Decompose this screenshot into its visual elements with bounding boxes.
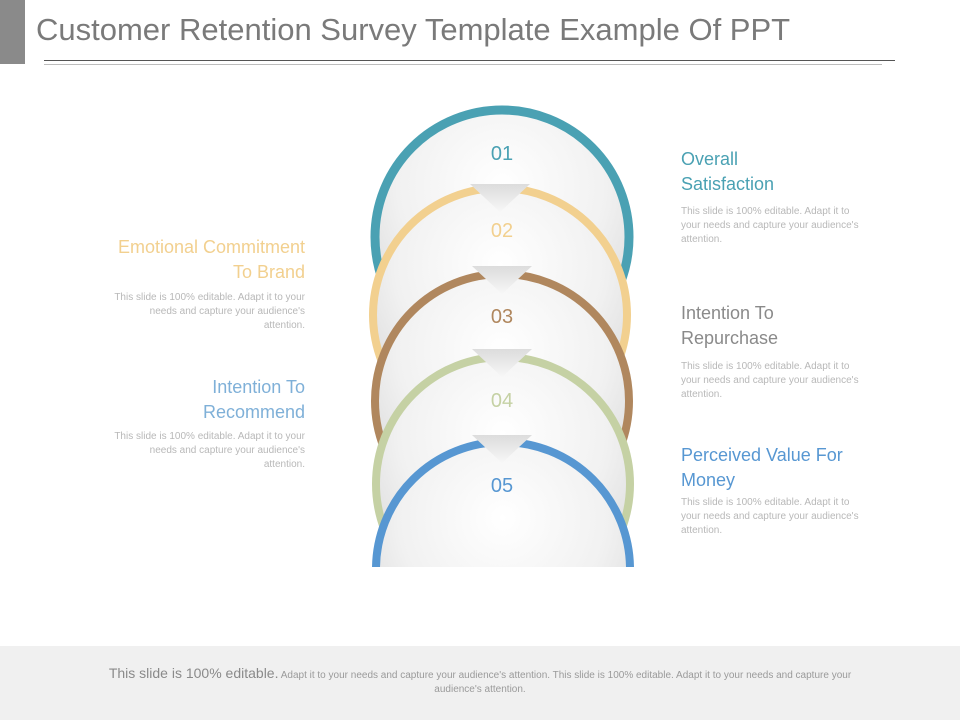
- intention-repurchase-label-line2: Repurchase: [681, 328, 779, 348]
- emotional-commitment-label: Emotional Commitment To Brand: [60, 235, 305, 285]
- notch-03: [472, 349, 532, 377]
- intention-repurchase-desc-line1: This slide is 100% editable. Adapt it to: [681, 361, 850, 372]
- perceived-value-label-line1: Perceived Value For: [681, 445, 843, 465]
- notch-02: [472, 266, 532, 294]
- footer-text: This slide is 100% editable. Adapt it to…: [30, 666, 930, 697]
- perceived-value-label: Perceived Value For Money: [681, 443, 843, 493]
- intention-repurchase-label: Intention To Repurchase: [681, 301, 778, 351]
- intention-repurchase-desc-line2: your needs and capture your audience's: [681, 375, 859, 386]
- footer-tail: audience's attention.: [434, 684, 526, 695]
- ring-number-04: 04: [491, 390, 513, 412]
- perceived-value-description: This slide is 100% editable. Adapt it to…: [681, 496, 911, 538]
- perceived-value-desc-line2: your needs and capture your audience's: [681, 511, 859, 522]
- overall-satisfaction-label-line1: Overall: [681, 149, 739, 169]
- intention-repurchase-label-line1: Intention To: [681, 303, 774, 323]
- title-divider: [44, 60, 895, 61]
- perceived-value-label-line2: Money: [681, 470, 736, 490]
- emotional-commitment-desc-line1: This slide is 100% editable. Adapt it to…: [114, 292, 305, 303]
- overall-satisfaction-description: This slide is 100% editable. Adapt it to…: [681, 205, 911, 247]
- ring-number-01: 01: [491, 143, 513, 165]
- overall-satisfaction-desc-line2: your needs and capture your audience's: [681, 220, 859, 231]
- intention-repurchase-desc-line3: attention.: [681, 389, 723, 400]
- footer-body: Adapt it to your needs and capture your …: [280, 670, 852, 681]
- intention-recommend-label: Intention To Recommend: [60, 375, 305, 425]
- overall-satisfaction-desc-line1: This slide is 100% editable. Adapt it to: [681, 206, 850, 217]
- emotional-commitment-label-line1: Emotional Commitment: [117, 237, 305, 257]
- overall-satisfaction-label: Overall Satisfaction: [681, 147, 774, 197]
- intention-repurchase-description: This slide is 100% editable. Adapt it to…: [681, 360, 911, 402]
- footer-lead: This slide is 100% editable.: [108, 665, 279, 681]
- notch-01: [470, 184, 530, 212]
- emotional-commitment-desc-line3: attention.: [263, 320, 305, 331]
- intention-recommend-description: This slide is 100% editable. Adapt it to…: [55, 430, 305, 472]
- intention-recommend-desc-line1: This slide is 100% editable. Adapt it to…: [114, 431, 305, 442]
- page-title: Customer Retention Survey Template Examp…: [36, 12, 791, 47]
- ring-05: [372, 435, 634, 567]
- overall-satisfaction-label-line2: Satisfaction: [681, 174, 775, 194]
- title-accent-bar: [0, 0, 25, 64]
- intention-recommend-label-line2: Recommend: [202, 402, 305, 422]
- emotional-commitment-label-line2: To Brand: [232, 262, 305, 282]
- ring-number-03: 03: [491, 306, 513, 328]
- overall-satisfaction-desc-line3: attention.: [681, 234, 723, 245]
- intention-recommend-desc-line3: attention.: [263, 459, 305, 470]
- ring-number-02: 02: [491, 220, 513, 242]
- ring-number-05: 05: [491, 475, 513, 497]
- emotional-commitment-desc-line2: needs and capture your audience's: [149, 306, 305, 317]
- intention-recommend-desc-line2: needs and capture your audience's: [149, 445, 305, 456]
- intention-recommend-label-line1: Intention To: [212, 377, 305, 397]
- emotional-commitment-description: This slide is 100% editable. Adapt it to…: [55, 291, 305, 333]
- perceived-value-desc-line3: attention.: [681, 525, 723, 536]
- footer-band: This slide is 100% editable. Adapt it to…: [0, 646, 960, 720]
- perceived-value-desc-line1: This slide is 100% editable. Adapt it to: [681, 497, 850, 508]
- notch-04: [472, 435, 532, 463]
- title-divider-shadow: [44, 64, 882, 65]
